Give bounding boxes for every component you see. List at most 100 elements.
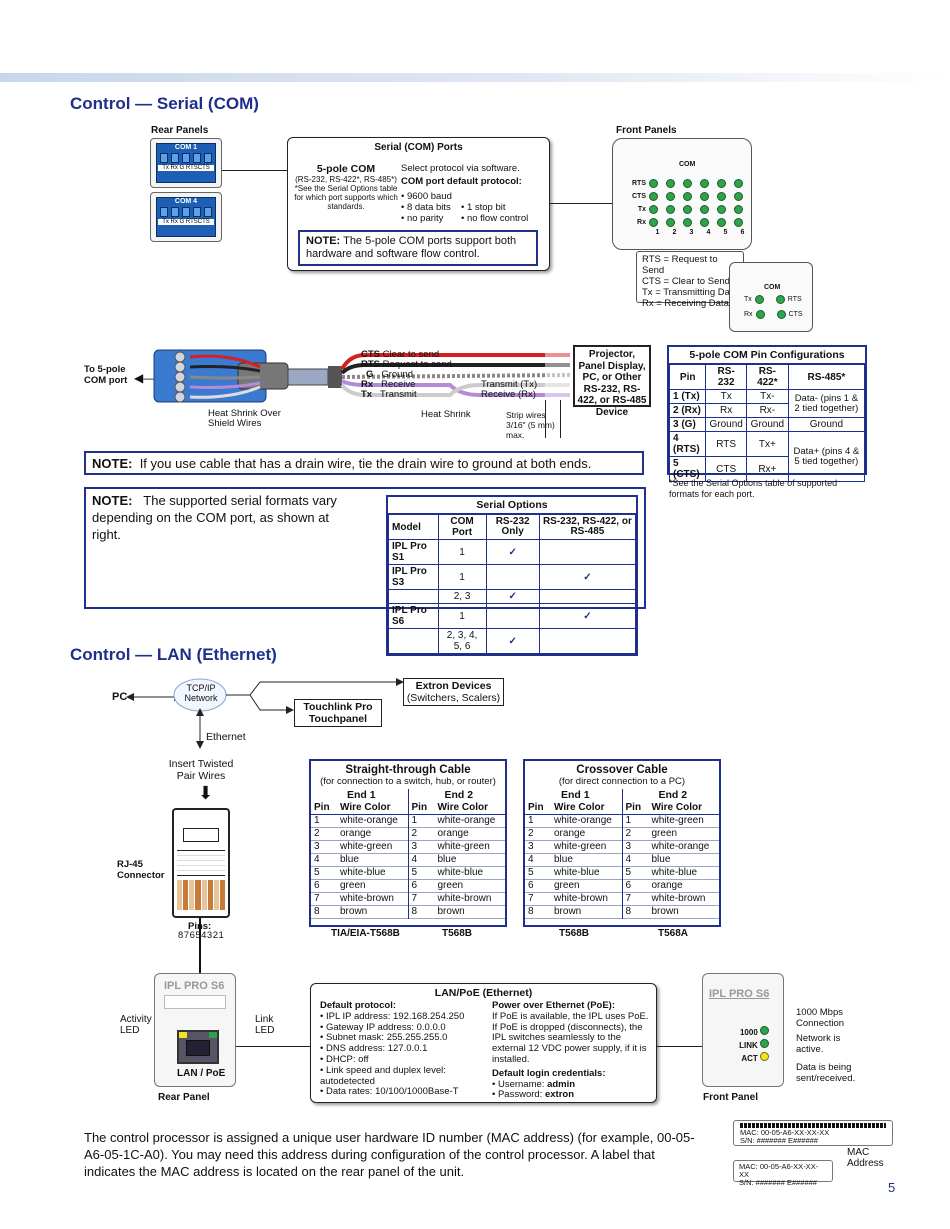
crossover-std1: T568B [559, 928, 590, 939]
insert-label: Insert Twisted Pair Wires [168, 758, 234, 782]
front-led-column: 1000 LINK ACT [739, 1026, 769, 1065]
strip-guide [545, 400, 546, 438]
crossover-std2: T568A [658, 928, 689, 939]
drain-note: NOTE: If you use cable that has a drain … [84, 451, 644, 475]
strip-label: Strip wires 3/16" (5 mm) max. [506, 410, 555, 440]
transmit-label: Transmit (Tx) [481, 379, 538, 390]
led-icon [754, 295, 764, 304]
select-text: Select protocol via software. [401, 163, 520, 174]
rear-model: IPL PRO S6 [164, 980, 225, 992]
default-list-a: • 9600 baud • 8 data bits • no parity [401, 191, 452, 224]
com1-label: COM 1 [174, 144, 198, 151]
led-col-label: 3 [689, 229, 694, 236]
led-col-label: 4 [706, 229, 711, 236]
arrow-left-icon: ◀— [134, 371, 156, 385]
default-list-b: • 1 stop bit • no flow control [461, 202, 529, 224]
connector-line [657, 1046, 703, 1047]
network-diagram [126, 678, 404, 749]
check-icon: ✓ [485, 539, 540, 565]
small-led-row1: Tx RTS [744, 295, 802, 304]
led-icon [734, 205, 743, 214]
led-icon [649, 179, 658, 188]
led-icon [666, 192, 675, 201]
network-label: TCP/IP Network [184, 683, 218, 703]
page-number: 5 [888, 1180, 896, 1195]
straight-cable-table: Straight-through Cable (for connection t… [309, 759, 507, 927]
serial-options-title: Serial Options [388, 497, 636, 514]
cable-line [199, 918, 201, 1026]
led-note-1000: 1000 Mbps Connection [796, 1007, 845, 1029]
rj45-label: RJ-45 Connector [117, 859, 165, 881]
mac-label-small: MAC: 00-05-A6-XX-XX-XX S/N: ####### E###… [733, 1160, 833, 1187]
led-row-label: Rx [637, 219, 646, 226]
crossover-subtitle: (for direct connection to a PC) [558, 776, 686, 787]
serial-heading: Control — Serial (COM) [70, 94, 259, 113]
led-row-label: RTS [632, 180, 646, 187]
device-box: Projector, Panel Display, PC, or Other R… [573, 345, 651, 418]
com4-rear-port: COM 4 Tx Rx G RTSCTS [150, 192, 222, 242]
led-link-icon [760, 1039, 769, 1048]
pole-title: 5-pole COM [316, 163, 376, 175]
check-icon: ✓ [485, 589, 540, 604]
default-title: COM port default protocol: [401, 176, 522, 187]
led-icon [776, 310, 786, 319]
front-panel-label: Front Panel [703, 1092, 759, 1103]
check-icon [485, 564, 540, 590]
com-label: COM [679, 161, 696, 168]
led-col-label: 6 [740, 229, 745, 236]
check-icon [538, 539, 637, 565]
small-com-panel: COM Tx RTS Rx CTS [729, 262, 813, 332]
com1-pins: Tx Rx G RTSCTS [158, 165, 214, 171]
poe-info: Power over Ethernet (PoE): If PoE is ava… [492, 1000, 649, 1101]
rj45-connector-icon [172, 808, 230, 918]
mac-address-label: MAC Address [847, 1147, 884, 1169]
led-col-label: 5 [723, 229, 728, 236]
check-icon [538, 628, 637, 654]
activity-led-label: Activity LED [120, 1014, 152, 1036]
led-legend: RTS = Request to Send CTS = Clear to Sen… [636, 251, 744, 309]
check-icon: ✓ [538, 564, 637, 590]
rear-port-label: LAN / PoE [177, 1068, 226, 1079]
led-icon [666, 179, 675, 188]
led-icon [775, 295, 785, 304]
poe-box-title: LAN/PoE (Ethernet) [434, 987, 533, 999]
check-icon [538, 589, 637, 604]
serial-cable-svg [153, 349, 571, 403]
led-icon [734, 218, 743, 227]
led-row-label: CTS [632, 193, 646, 200]
front-panel-device: IPL PRO S6 1000 LINK ACT [702, 973, 784, 1087]
led-1000-icon [760, 1026, 769, 1035]
led-icon [683, 218, 692, 227]
led-act-icon [760, 1052, 769, 1061]
led-icon [734, 179, 743, 188]
ethernet-label: Ethernet [206, 731, 246, 743]
to-port-label: To 5-pole COM port [84, 364, 128, 386]
formats-note-box: NOTE: The supported serial formats vary … [84, 487, 646, 656]
